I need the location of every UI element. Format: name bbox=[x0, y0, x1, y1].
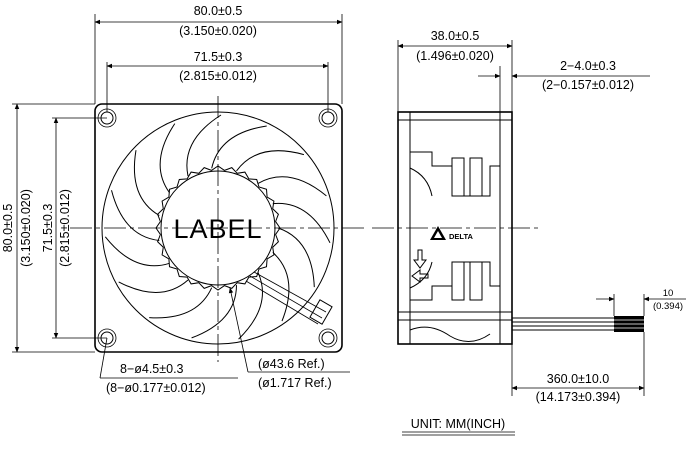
fan-blade bbox=[236, 150, 305, 172]
fan-blade bbox=[191, 285, 237, 339]
rotation-arrow-icon bbox=[411, 269, 429, 283]
flange-label: 2−4.0±0.3 bbox=[560, 59, 616, 73]
height-overall-inch-label: (3.150±0.020) bbox=[19, 189, 33, 267]
width-overall-inch-label: (3.150±0.020) bbox=[179, 24, 257, 38]
height-overall-label: 80.0±0.5 bbox=[1, 204, 15, 253]
fan-blade bbox=[104, 236, 170, 267]
fan-blade bbox=[149, 287, 213, 319]
fan-blade bbox=[211, 125, 267, 169]
width-holes-inch-label: (2.815±0.012) bbox=[179, 69, 257, 83]
width-holes-label: 71.5±0.3 bbox=[194, 50, 243, 64]
fan-blade bbox=[118, 279, 189, 293]
brand-label: DELTA bbox=[449, 232, 473, 241]
fan-blade bbox=[277, 227, 315, 288]
fan-blade bbox=[159, 123, 176, 193]
fan-blade bbox=[238, 272, 263, 340]
side-view: 38.0±0.5 (1.496±0.020) 2−4.0±0.3 (2−0.15… bbox=[372, 29, 686, 404]
fan-blade bbox=[133, 150, 160, 216]
lead-wire-strut bbox=[245, 271, 333, 325]
hub-diameter-label: (ø43.6 Ref.) bbox=[258, 357, 325, 371]
lead-length-inch-label: (14.173±0.394) bbox=[536, 390, 621, 404]
hole-callout-label: 8−ø4.5±0.3 bbox=[120, 362, 184, 376]
unit-note: UNIT: MM(INCH) bbox=[411, 417, 505, 431]
height-holes-label: 71.5±0.3 bbox=[41, 204, 55, 253]
lead-wires bbox=[512, 316, 644, 332]
lead-length-label: 360.0±10.0 bbox=[547, 372, 610, 386]
hole-callout-inch-label: (8−ø0.177±0.012) bbox=[106, 381, 206, 395]
fan-blade bbox=[257, 176, 327, 197]
airflow-arrow-icon bbox=[413, 249, 427, 269]
width-overall-label: 80.0±0.5 bbox=[194, 4, 243, 18]
fan-blade bbox=[111, 190, 160, 241]
depth-inch-label: (1.496±0.020) bbox=[416, 49, 494, 63]
front-view: 80.0±0.5 (3.150±0.020) 71.5±0.3 (2.815±0… bbox=[1, 4, 368, 395]
height-holes-inch-label: (2.815±0.012) bbox=[58, 189, 72, 267]
fan-blades bbox=[104, 114, 331, 340]
strip-length-inch-label: (0.394) bbox=[653, 301, 683, 312]
hub-label: LABEL bbox=[173, 214, 262, 244]
mounting-holes bbox=[97, 108, 338, 348]
fan-blade bbox=[272, 252, 290, 322]
depth-label: 38.0±0.5 bbox=[431, 29, 480, 43]
strip-length-label: 10 bbox=[663, 288, 674, 299]
flange-inch-label: (2−0.157±0.012) bbox=[542, 78, 634, 92]
fan-blade bbox=[186, 114, 222, 177]
hub-diameter-inch-label: (ø1.717 Ref.) bbox=[258, 376, 332, 390]
fan-blade bbox=[272, 202, 331, 244]
